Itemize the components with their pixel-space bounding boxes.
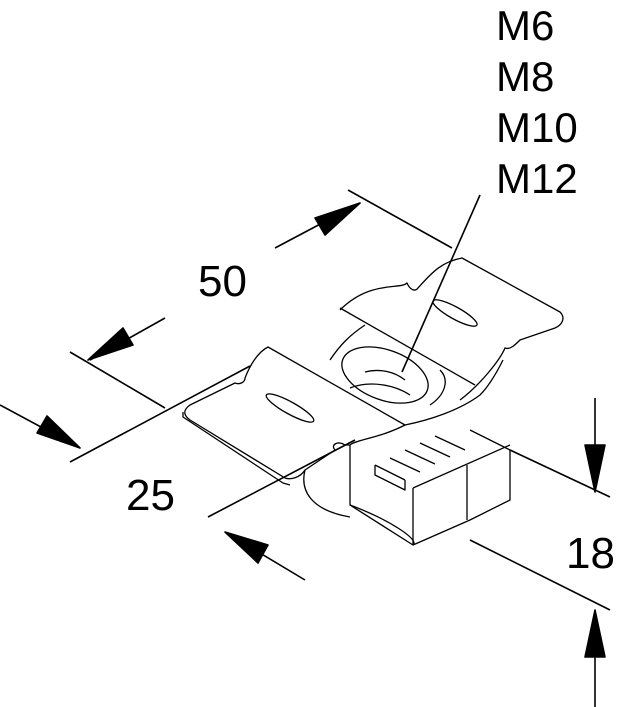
dimension-label-18: 18 (566, 529, 615, 578)
dimension-25 (0, 365, 356, 581)
leader-line (401, 194, 481, 373)
dimension-18 (469, 398, 611, 707)
thread-size: M12 (496, 155, 578, 202)
thread-size-list: M6 M8 M10 M12 (496, 0, 578, 204)
dimension-50 (69, 189, 453, 409)
channel-nut-part (182, 257, 564, 546)
thread-size: M8 (496, 53, 555, 100)
thread-size: M6 (496, 2, 555, 49)
thread-size: M10 (496, 104, 578, 151)
dimension-label-25: 25 (126, 471, 175, 520)
dimension-label-50: 50 (198, 257, 247, 306)
